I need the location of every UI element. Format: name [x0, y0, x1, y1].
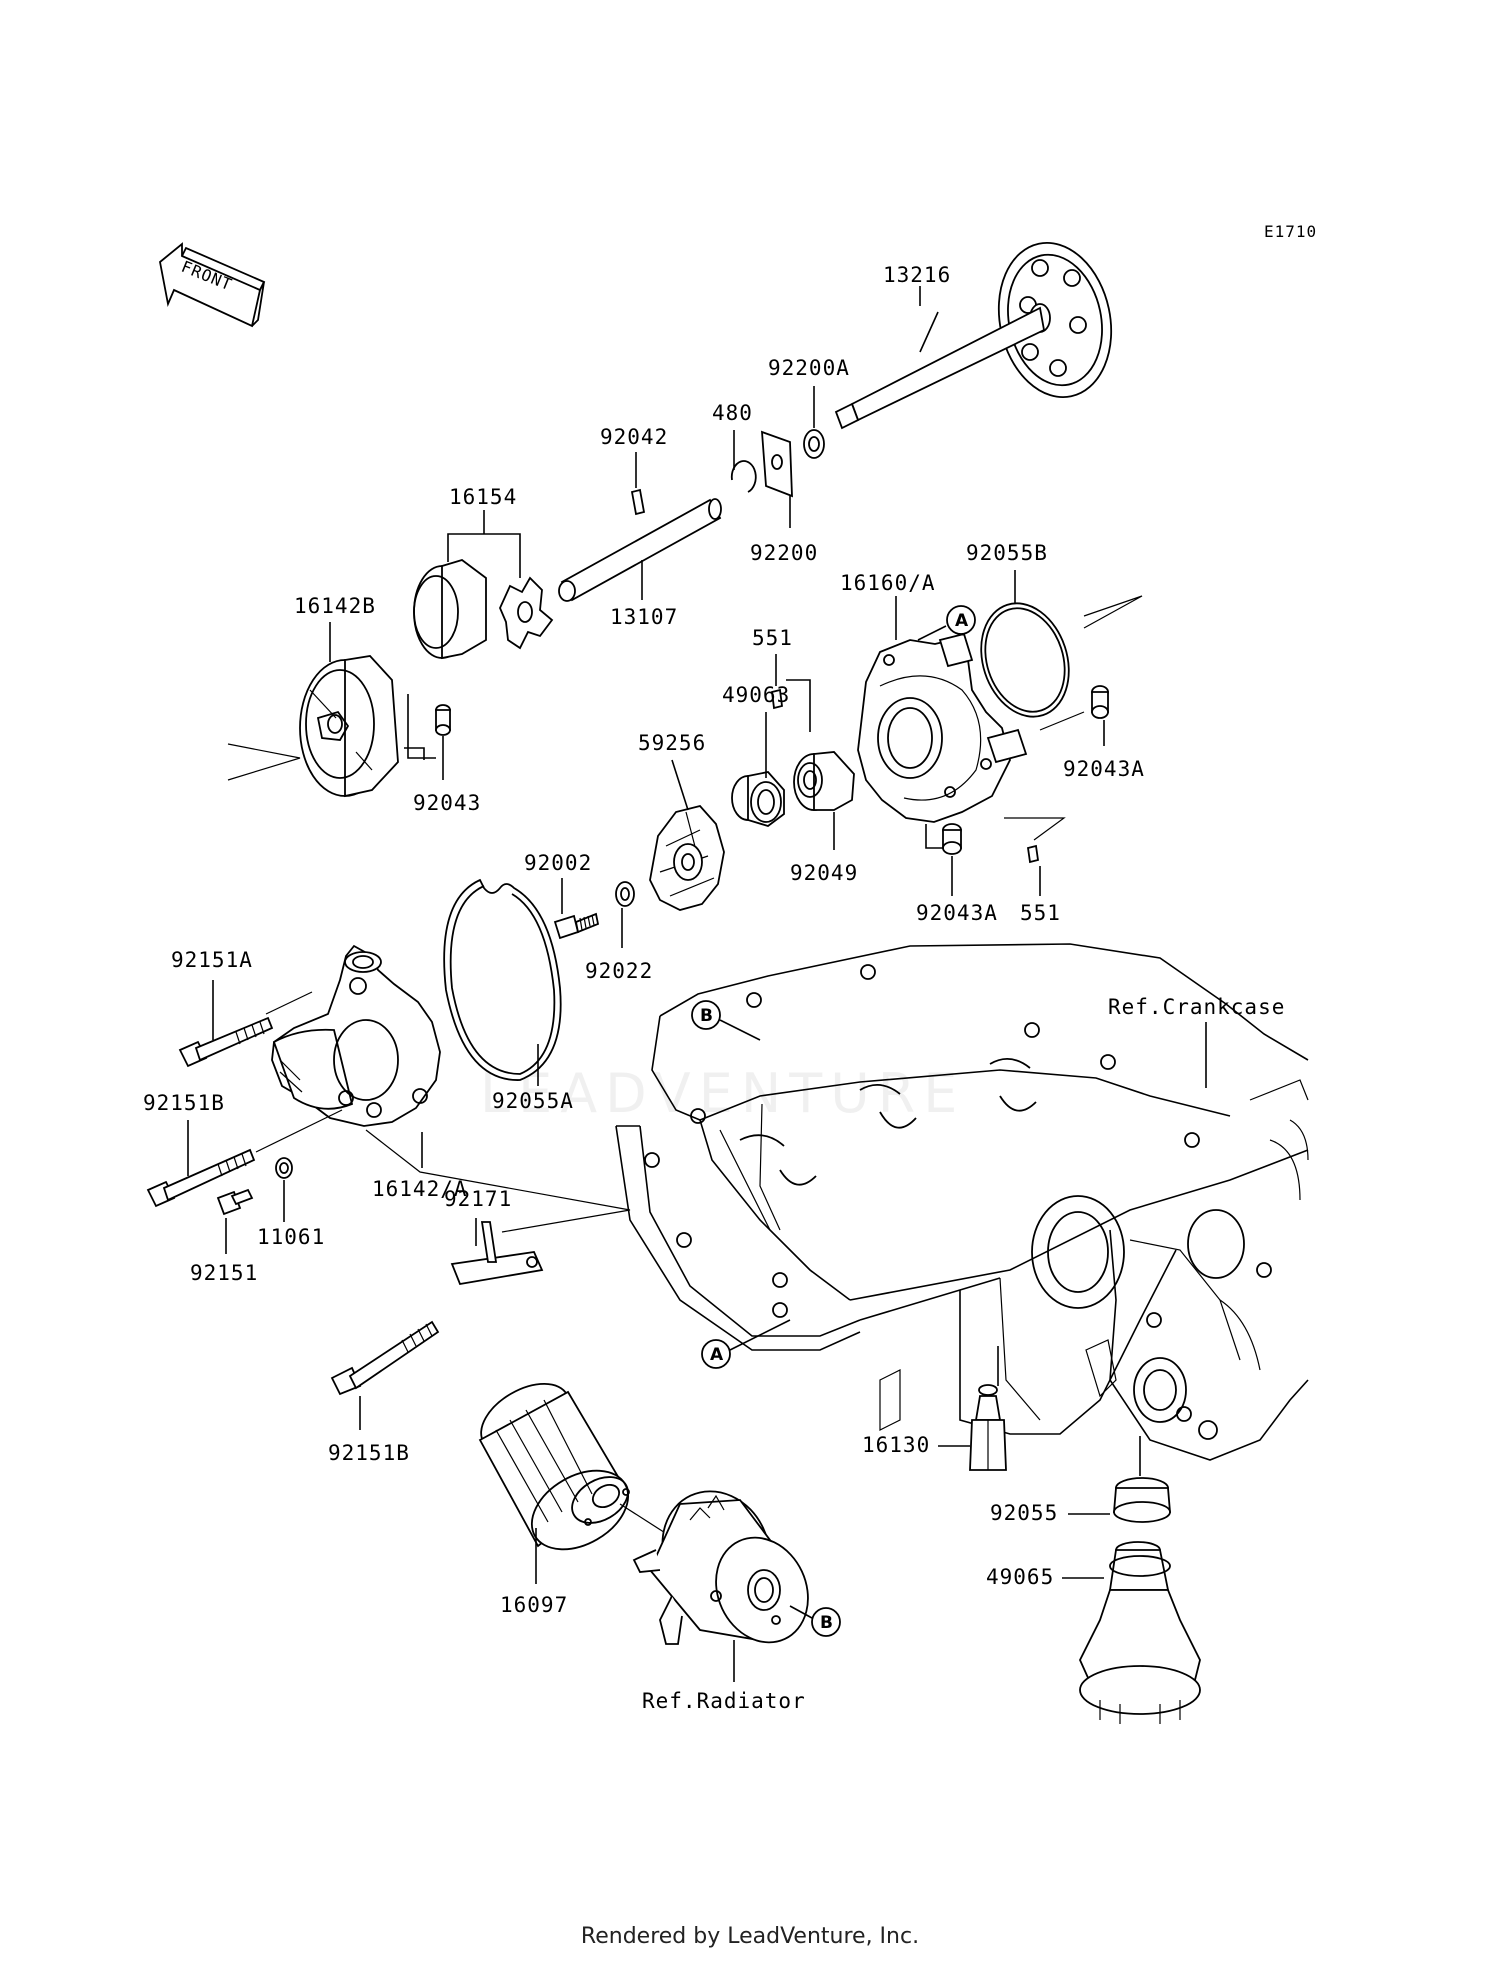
part-92200A-washer[interactable] — [803, 429, 825, 459]
label-92049: 92049 — [790, 861, 858, 885]
part-92055-o-ring[interactable] — [1113, 1477, 1171, 1523]
label-16130: 16130 — [862, 1433, 930, 1457]
callout-a-top: A — [946, 605, 976, 635]
svg-text:A: A — [955, 611, 969, 631]
label-16142A: 16142/A — [372, 1177, 468, 1201]
svg-text:B: B — [820, 1613, 833, 1633]
part-92055A-o-ring[interactable] — [443, 878, 562, 1081]
part-59256-impeller[interactable] — [649, 804, 725, 911]
part-92200-plate[interactable] — [761, 430, 793, 498]
label-16097: 16097 — [500, 1593, 568, 1617]
callout-b-top: B — [691, 1000, 721, 1030]
label-16142B: 16142B — [294, 594, 376, 618]
part-16160A-pump-cover[interactable] — [857, 632, 1028, 823]
ref-crankcase-label: Ref.Crankcase — [1108, 995, 1285, 1019]
label-551-top: 551 — [752, 626, 793, 650]
part-92042-pin[interactable] — [630, 488, 646, 516]
front-arrow-icon: FRONT — [159, 242, 266, 328]
part-551-pin-top[interactable] — [771, 688, 783, 710]
label-92043A-right: 92043A — [1063, 757, 1145, 781]
footer-credit: Rendered by LeadVenture, Inc. — [580, 1924, 920, 1949]
label-92151B-bottom: 92151B — [328, 1441, 410, 1465]
part-16130-oil-pressure-switch[interactable] — [969, 1384, 1007, 1471]
part-16142B-rotor-housing[interactable] — [299, 655, 399, 798]
svg-text:B: B — [700, 1006, 713, 1026]
watermark: LEADVENTURE — [480, 1062, 966, 1125]
crankcase-reference — [615, 943, 1309, 1461]
label-92002: 92002 — [524, 851, 592, 875]
label-480: 480 — [712, 401, 753, 425]
part-92171-bracket[interactable] — [450, 1221, 544, 1286]
callout-a-bottom: A — [701, 1339, 731, 1369]
label-16154: 16154 — [449, 485, 517, 509]
oil-cooler-reference — [632, 1490, 809, 1645]
label-59256: 59256 — [638, 731, 706, 755]
part-92055B-o-ring[interactable] — [967, 592, 1083, 728]
label-92055: 92055 — [990, 1501, 1058, 1525]
label-92055B: 92055B — [966, 541, 1048, 565]
label-13216: 13216 — [883, 263, 951, 287]
part-16154-rotor-set[interactable] — [413, 559, 554, 660]
label-11061: 11061 — [257, 1225, 325, 1249]
label-92171: 92171 — [444, 1187, 512, 1211]
part-480-circlip[interactable] — [730, 460, 757, 493]
ref-radiator-label: Ref.Radiator — [642, 1689, 806, 1713]
part-92022-washer[interactable] — [615, 881, 635, 907]
label-92042: 92042 — [600, 425, 668, 449]
label-92151A: 92151A — [171, 948, 253, 972]
part-92151A-bolt[interactable] — [178, 1016, 274, 1068]
svg-text:A: A — [710, 1345, 724, 1365]
part-11061-gasket[interactable] — [275, 1157, 293, 1179]
part-49063-mech-seal[interactable] — [731, 771, 785, 827]
label-92200A: 92200A — [768, 356, 850, 380]
label-92043: 92043 — [413, 791, 481, 815]
label-16160A: 16160/A — [840, 571, 936, 595]
label-92200: 92200 — [750, 541, 818, 565]
callout-b-bottom: B — [811, 1607, 841, 1637]
label-551-bottom: 551 — [1020, 901, 1061, 925]
label-92022: 92022 — [585, 959, 653, 983]
part-92043A-dowel-bottom[interactable] — [942, 823, 962, 855]
label-92151B-top: 92151B — [143, 1091, 225, 1115]
part-92043-dowel[interactable] — [435, 704, 451, 736]
part-13216-gear-shaft[interactable] — [834, 232, 1125, 430]
part-92151-bolt[interactable] — [216, 1188, 254, 1216]
part-92043A-dowel-right[interactable] — [1091, 685, 1109, 719]
part-49065-oil-strainer[interactable] — [1079, 1541, 1201, 1724]
part-92151B-bolt-top[interactable] — [146, 1148, 256, 1208]
part-16142A-pump-body[interactable] — [271, 944, 441, 1127]
part-13107-shaft[interactable] — [558, 498, 722, 602]
part-92151B-bolt-bottom[interactable] — [330, 1320, 440, 1396]
diagram-code: E1710 — [1264, 222, 1317, 241]
label-92043A-bottom: 92043A — [916, 901, 998, 925]
label-49063: 49063 — [722, 683, 790, 707]
label-92055A: 92055A — [492, 1089, 574, 1113]
part-92049-seal[interactable] — [793, 751, 855, 811]
part-92002-bolt[interactable] — [553, 912, 600, 940]
part-551-pin-bottom[interactable] — [1026, 844, 1040, 864]
label-92151: 92151 — [190, 1261, 258, 1285]
label-13107: 13107 — [610, 605, 678, 629]
label-49065: 49065 — [986, 1565, 1054, 1589]
part-16097-oil-filter[interactable] — [469, 1370, 642, 1566]
